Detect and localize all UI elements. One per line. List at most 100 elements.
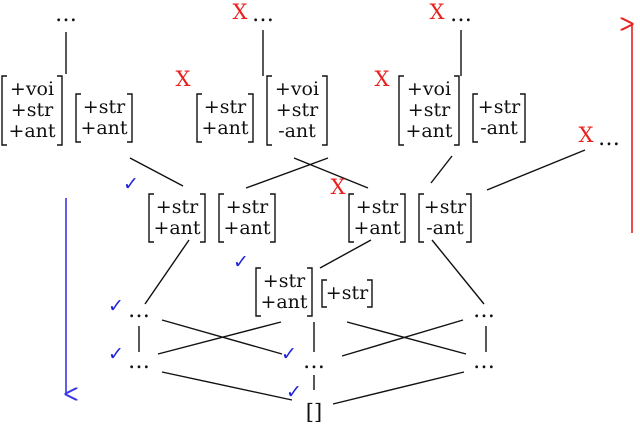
- cross-mark: X: [233, 0, 248, 24]
- edge: [129, 157, 184, 187]
- right-dots: …: [598, 126, 620, 151]
- left-bracket: [418, 193, 424, 243]
- feature-value: +ant: [260, 291, 307, 313]
- cross-mark: X: [430, 0, 445, 24]
- edge: [319, 239, 372, 269]
- feature-value: +str: [478, 96, 521, 118]
- right-bracket: [200, 193, 206, 243]
- edge: [245, 157, 329, 189]
- edge: [332, 371, 465, 405]
- top-middle-dots: …: [252, 2, 274, 27]
- feature-value: +voi: [407, 78, 451, 100]
- cross-mark: X: [375, 67, 390, 91]
- feature-bundle: +voi+str+ant: [1, 75, 63, 146]
- left-bracket: [255, 267, 261, 317]
- right-bracket: [270, 193, 276, 243]
- right-bracket: [454, 75, 460, 146]
- edge: [346, 321, 467, 355]
- edge: [486, 149, 586, 191]
- right-bracket: [466, 193, 472, 243]
- cross-mark: X: [331, 175, 346, 199]
- lattice-edges: [65, 30, 586, 405]
- feature-value: +str: [263, 270, 306, 292]
- check-mark: ✓: [281, 343, 297, 365]
- cross-mark: X: [579, 123, 594, 147]
- ellipsis-nodes: … … … … … … … … … []: [55, 2, 620, 424]
- feature-bundle: +str+ant: [75, 93, 133, 143]
- check-mark: ✓: [108, 343, 124, 365]
- edge: [293, 157, 369, 189]
- feature-value: +voi: [10, 78, 54, 100]
- left-bracket: [1, 75, 7, 146]
- check-mark: ✓: [123, 173, 139, 195]
- feature-value: +ant: [201, 117, 248, 139]
- left-bracket: [472, 93, 478, 143]
- feature-value: +str: [156, 196, 199, 218]
- edge: [431, 239, 485, 305]
- feature-value: -ant: [480, 117, 518, 139]
- left-bracket: [196, 93, 202, 143]
- left-bracket: [348, 193, 354, 243]
- right-bracket: [520, 93, 526, 143]
- left-bracket: [266, 75, 272, 146]
- feature-value: +ant: [223, 217, 270, 239]
- feature-value: +str: [11, 99, 54, 121]
- rejection-marks: X X X X X X: [176, 0, 594, 199]
- feature-value: -ant: [278, 120, 316, 142]
- feature-bundle: +str-ant: [418, 193, 472, 243]
- top-left-dots: …: [55, 2, 77, 27]
- edge: [157, 321, 282, 355]
- feature-value: +str: [83, 96, 126, 118]
- top-right-dots: …: [450, 2, 472, 27]
- feature-value: +str: [408, 99, 451, 121]
- check-mark: ✓: [286, 381, 302, 403]
- level4-middle-dots: …: [303, 349, 325, 374]
- feature-value: +ant: [153, 217, 200, 239]
- edge: [161, 371, 293, 401]
- feature-value: -ant: [426, 217, 464, 239]
- feature-value: +str: [424, 196, 467, 218]
- feature-bundle: +str+ant: [218, 193, 276, 243]
- feature-bundle: +str+ant: [148, 193, 206, 243]
- feature-value: +str: [276, 99, 319, 121]
- check-mark: ✓: [233, 251, 249, 273]
- left-bracket: [218, 193, 224, 243]
- feature-bundle: +str+ant: [196, 93, 254, 143]
- feature-bundle: +str: [321, 279, 373, 308]
- level4-left-dots: …: [128, 349, 150, 374]
- left-bracket: [75, 93, 81, 143]
- feature-value: +voi: [275, 78, 319, 100]
- right-bracket: [322, 75, 328, 146]
- right-bracket: [248, 93, 254, 143]
- feature-bundle: +voi+str+ant: [398, 75, 460, 146]
- edge: [341, 319, 464, 357]
- level3-left-dots: …: [128, 298, 150, 323]
- level4-right-dots: …: [473, 349, 495, 374]
- right-bracket: [57, 75, 63, 146]
- level3-right-dots: …: [473, 298, 495, 323]
- feature-value: +str: [204, 96, 247, 118]
- feature-value: +ant: [80, 117, 127, 139]
- acceptance-marks: ✓ ✓ ✓ ✓ ✓ ✓: [108, 173, 302, 403]
- feature-value: +ant: [8, 120, 55, 142]
- feature-value: +str: [356, 196, 399, 218]
- right-bracket: [367, 279, 373, 308]
- right-bracket: [400, 193, 406, 243]
- cross-mark: X: [176, 67, 191, 91]
- left-bracket: [148, 193, 154, 243]
- empty-feature-set: []: [306, 400, 322, 424]
- check-mark: ✓: [108, 295, 124, 317]
- right-bracket: [307, 267, 313, 317]
- feature-bundle: +str-ant: [472, 93, 526, 143]
- feature-bundles: +voi+str+ant+str+ant+str+ant+voi+str-ant…: [1, 75, 526, 317]
- left-bracket: [398, 75, 404, 146]
- right-bracket: [127, 93, 133, 143]
- edge: [144, 239, 190, 305]
- feature-value: +str: [326, 282, 369, 304]
- left-bracket: [321, 279, 327, 308]
- feature-bundle: +str+ant: [348, 193, 406, 243]
- feature-value: +ant: [353, 217, 400, 239]
- edge: [430, 155, 453, 184]
- feature-bundle: +str+ant: [255, 267, 313, 317]
